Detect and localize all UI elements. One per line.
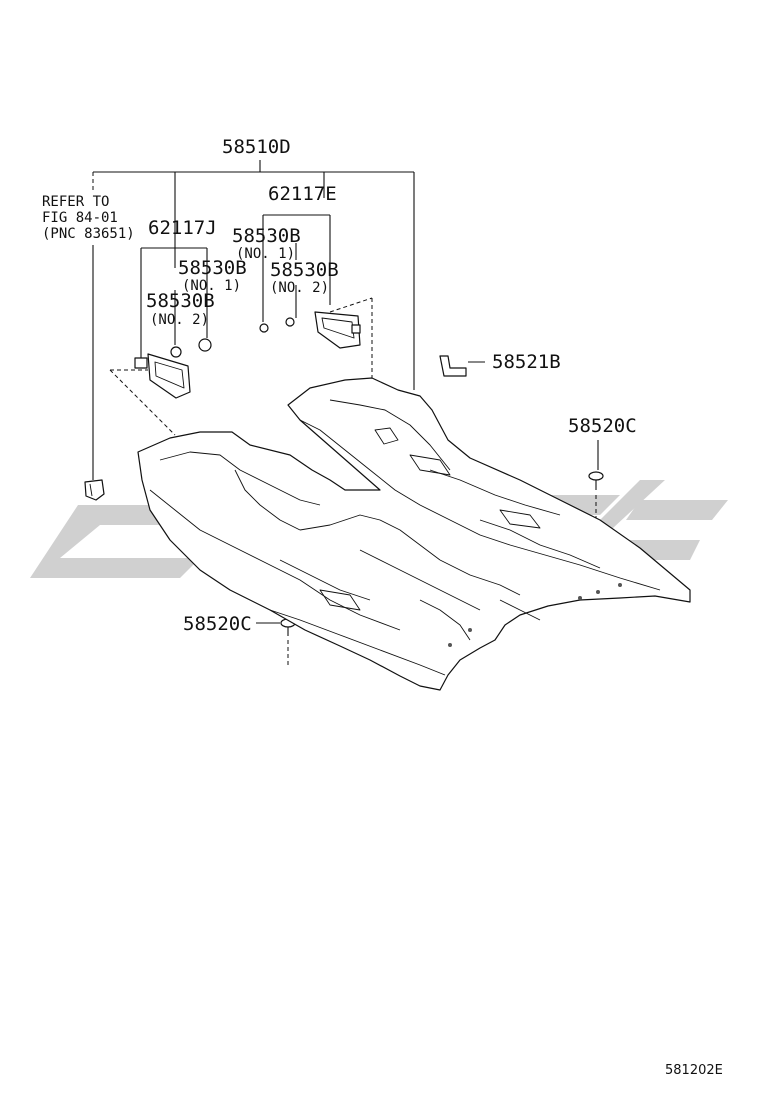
refer-clip-part: [84, 479, 105, 501]
left-plate-leader: [140, 247, 208, 358]
label-left-clip-no2-sub: (NO. 2): [150, 312, 209, 328]
floor-carpet-part: [137, 377, 691, 691]
label-left-clip-no1: 58530B: [178, 257, 247, 279]
bracket-part: [439, 355, 485, 377]
label-fastener-left: 58520C: [183, 613, 252, 635]
left-plate-part: [109, 338, 212, 436]
label-assembly: 58510D: [222, 136, 291, 158]
right-plate-part: [259, 297, 373, 385]
diagram-id: 581202E: [665, 1063, 723, 1078]
label-right-clip-no2: 58530B: [270, 259, 339, 281]
label-left-clip-no1-sub: (NO. 1): [182, 278, 241, 294]
assembly-leader: [92, 160, 415, 480]
label-fastener-right: 58520C: [568, 415, 637, 437]
label-right-clip-no1-sub: (NO. 1): [236, 246, 295, 262]
label-right-plate: 62117E: [268, 183, 337, 205]
label-left-plate: 62117J: [148, 217, 217, 239]
label-bracket: 58521B: [492, 351, 561, 373]
fastener-left-part: [256, 618, 296, 668]
label-refer-line1: REFER TO: [42, 194, 109, 210]
label-left-clip-no2: 58530B: [146, 290, 215, 312]
label-right-clip-no2-sub: (NO. 2): [270, 280, 329, 296]
label-refer-line3: (PNC 83651): [42, 226, 135, 242]
label-right-clip-no1: 58530B: [232, 225, 301, 247]
right-plate-leader: [262, 214, 331, 322]
label-refer-line2: FIG 84-01: [42, 210, 118, 226]
